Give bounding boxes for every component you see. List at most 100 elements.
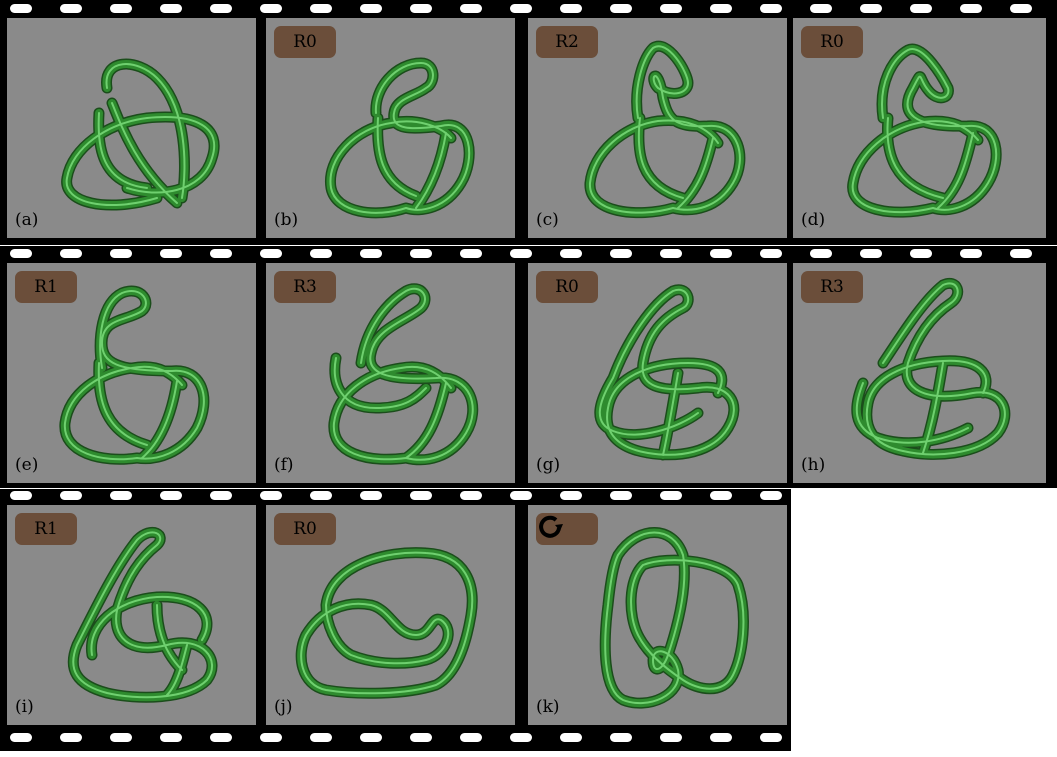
sprocket-hole — [160, 733, 182, 742]
knot-diagram-c — [584, 40, 746, 219]
sprocket-hole — [710, 491, 732, 500]
knot-strand — [586, 42, 744, 217]
sprocket-hole — [810, 249, 832, 258]
knot-strand — [300, 551, 474, 695]
frame-g: R0 (g) — [528, 263, 787, 483]
move-badge: R1 — [15, 271, 77, 303]
frame-c: R2 (c) — [528, 18, 787, 238]
frame-label: (j) — [274, 697, 293, 717]
sprocket-hole — [1010, 249, 1032, 258]
knot-diagram-f — [328, 283, 479, 466]
move-badge: R0 — [536, 271, 598, 303]
knot-diagram-e — [59, 285, 210, 465]
knot-strand — [72, 531, 213, 699]
sprocket-hole — [160, 249, 182, 258]
sprocket-hole — [460, 4, 482, 13]
sprocket-hole — [510, 4, 532, 13]
sprocket-hole — [310, 491, 332, 500]
knot-strand — [329, 62, 471, 214]
knot-diagram-k — [599, 527, 749, 709]
knot-strand — [297, 548, 477, 698]
sprocket-hole — [60, 491, 82, 500]
frame-label: (f) — [274, 455, 294, 475]
knot-diagram-i — [67, 526, 218, 703]
knot-strand — [69, 528, 216, 702]
sprocket-hole — [310, 733, 332, 742]
sprocket-hole — [910, 249, 932, 258]
sprocket-hole — [110, 733, 132, 742]
sprocket-hole — [510, 249, 532, 258]
sprocket-hole — [760, 4, 782, 13]
knot-diagram-g — [594, 284, 740, 461]
sprocket-hole — [760, 491, 782, 500]
move-badge: R3 — [274, 271, 336, 303]
sprocket-hole — [410, 249, 432, 258]
sprocket-hole — [960, 249, 982, 258]
sprocket-hole — [110, 249, 132, 258]
knot-strand — [855, 282, 1006, 456]
sprocket-hole — [210, 249, 232, 258]
sprocket-hole — [660, 4, 682, 13]
sprocket-hole — [1010, 4, 1032, 13]
sprocket-hole — [860, 249, 882, 258]
frame-label: (g) — [536, 455, 561, 475]
frame-k: (k) — [528, 505, 787, 725]
frame-a: (a) — [7, 18, 256, 238]
rotate-badge — [536, 513, 598, 545]
sprocket-hole — [360, 491, 382, 500]
sprocket-hole — [560, 4, 582, 13]
sprocket-hole — [710, 249, 732, 258]
frame-h: R3 (h) — [793, 263, 1046, 483]
sprocket-hole — [310, 249, 332, 258]
knot-strand — [851, 48, 998, 214]
rotate-icon — [539, 515, 563, 538]
frame-f: R3 (f) — [266, 263, 515, 483]
sprocket-hole — [560, 249, 582, 258]
sprocket-hole — [760, 733, 782, 742]
sprocket-hole — [360, 249, 382, 258]
knot-strand — [598, 288, 735, 456]
sprocket-hole — [460, 491, 482, 500]
sprocket-hole — [60, 733, 82, 742]
sprocket-hole — [410, 733, 432, 742]
sprocket-hole — [460, 249, 482, 258]
knot-diagram-a — [61, 58, 220, 211]
frame-label: (i) — [15, 697, 34, 717]
frame-e: R1 (e) — [7, 263, 256, 483]
sprocket-hole — [760, 249, 782, 258]
move-badge: R0 — [274, 26, 336, 58]
knot-diagram-h — [851, 277, 1011, 460]
frame-label: (a) — [15, 210, 39, 230]
knot-strand — [326, 59, 474, 217]
knot-strand — [65, 63, 216, 207]
frame-label: (k) — [536, 697, 560, 717]
sprocket-hole — [660, 491, 682, 500]
sprocket-hole — [210, 491, 232, 500]
frame-b: R0 (b) — [266, 18, 515, 238]
move-badge: R0 — [801, 26, 863, 58]
sprocket-hole — [410, 4, 432, 13]
sprocket-hole — [610, 491, 632, 500]
sprocket-hole — [560, 491, 582, 500]
sprocket-hole — [510, 491, 532, 500]
frame-label: (e) — [15, 455, 39, 475]
sprocket-hole — [60, 4, 82, 13]
move-badge: R3 — [801, 271, 863, 303]
sprocket-hole — [460, 733, 482, 742]
knot-strand — [604, 531, 745, 705]
sprocket-hole — [260, 249, 282, 258]
sprocket-hole — [10, 4, 32, 13]
knot-strand — [63, 290, 205, 461]
sprocket-hole — [60, 249, 82, 258]
sprocket-hole — [660, 733, 682, 742]
sprocket-hole — [210, 4, 232, 13]
sprocket-hole — [660, 249, 682, 258]
sprocket-hole — [710, 733, 732, 742]
knot-diagram-j — [295, 547, 478, 699]
sprocket-hole — [360, 4, 382, 13]
sprocket-hole — [10, 733, 32, 742]
sprocket-hole — [110, 491, 132, 500]
sprocket-hole — [160, 491, 182, 500]
knot-strand — [332, 287, 474, 461]
frame-i: R1 (i) — [7, 505, 256, 725]
